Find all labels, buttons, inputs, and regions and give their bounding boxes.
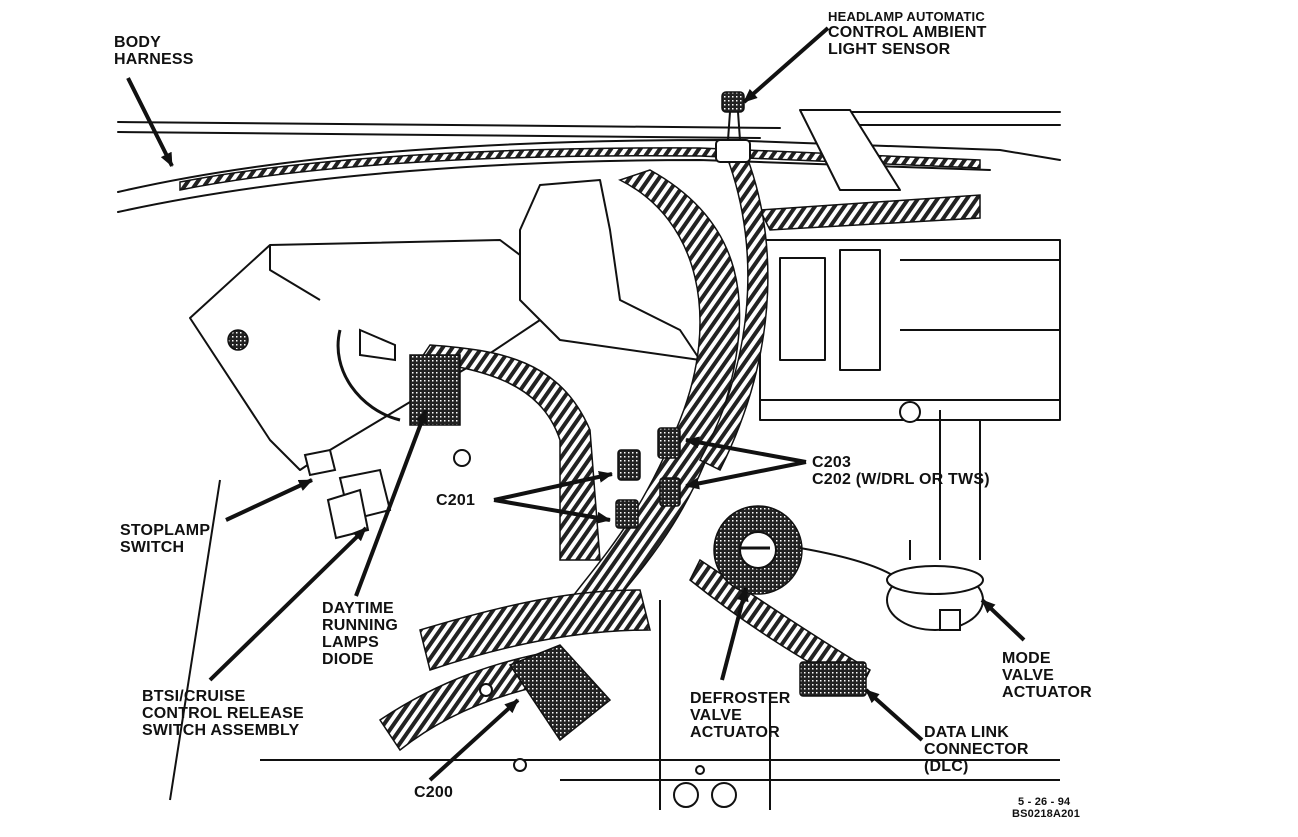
- label-line: VALVE: [1002, 667, 1054, 684]
- label-line: HEADLAMP AUTOMATIC: [828, 9, 985, 24]
- arrow-dlc: [864, 688, 924, 742]
- defroster-actuator: [713, 505, 901, 595]
- label-line: LAMPS: [322, 634, 379, 651]
- label-line: SWITCH: [120, 539, 185, 556]
- arrow-defroster: [720, 587, 749, 681]
- label-stoplamp-switch: STOPLAMP SWITCH: [120, 522, 210, 556]
- arrow-c200: [428, 698, 520, 782]
- label-line: HARNESS: [114, 51, 194, 68]
- duct-housing: [519, 179, 701, 361]
- arrow-btsi: [208, 526, 368, 682]
- arrow-c202: [685, 460, 807, 490]
- label-line: BODY: [114, 34, 162, 51]
- light-sensor: [715, 91, 751, 163]
- label-line: C201: [436, 492, 476, 509]
- label-c200: C200: [414, 784, 453, 801]
- main-harness: [378, 139, 871, 752]
- label-line: RUNNING: [322, 617, 399, 634]
- arrow-mode-valve: [980, 598, 1026, 642]
- label-line: CONTROL RELEASE: [142, 705, 304, 722]
- label-body-harness: BODY HARNESS: [114, 34, 194, 68]
- label-line: LIGHT SENSOR: [828, 41, 951, 58]
- bottom-knobs: [673, 401, 921, 808]
- label-headlamp-sensor: HEADLAMP AUTOMATIC CONTROL AMBIENT LIGHT…: [828, 9, 987, 59]
- label-line: ACTUATOR: [690, 724, 780, 741]
- label-line: C202 (W/DRL OR TWS): [812, 471, 990, 488]
- label-line: MODE: [1002, 650, 1051, 667]
- mode-valve-actuator: [886, 540, 984, 631]
- dlc-connector-part: [799, 661, 867, 697]
- arrow-c201-a: [493, 470, 613, 502]
- c200-connector: [479, 644, 612, 772]
- body-harness-wrap: [179, 147, 981, 231]
- label-line: DEFROSTER: [690, 690, 791, 707]
- label-c203-c202: C203 C202 (W/DRL OR TWS): [812, 454, 990, 488]
- arrow-light-sensor: [742, 26, 830, 104]
- inline-connectors: [615, 427, 681, 529]
- stoplamp-switch-part: [303, 448, 392, 540]
- label-line: ACTUATOR: [1002, 684, 1092, 701]
- arrow-drl: [354, 409, 428, 597]
- label-line: VALVE: [690, 707, 742, 724]
- leader-arrows: [126, 26, 1026, 782]
- label-line: DIODE: [322, 651, 374, 668]
- label-line: CONNECTOR: [924, 741, 1029, 758]
- label-drl-diode: DAYTIME RUNNING LAMPS DIODE: [322, 600, 398, 668]
- arrow-stoplamp: [225, 478, 313, 522]
- label-line: C200: [414, 784, 454, 801]
- body-harness-outline: [117, 139, 1061, 193]
- label-c201: C201: [436, 492, 475, 509]
- label-line: BTSI/CRUISE: [142, 688, 246, 705]
- figure-date: 5 - 26 - 94: [1018, 796, 1071, 808]
- label-line: CONTROL AMBIENT: [828, 24, 987, 41]
- label-line: DAYTIME: [322, 600, 394, 617]
- label-mode-valve: MODE VALVE ACTUATOR: [1002, 650, 1092, 701]
- label-line: C203: [812, 454, 852, 471]
- figure-id: 5 - 26 - 94 BS0218A201: [1012, 796, 1080, 820]
- figure-code: BS0218A201: [1012, 808, 1081, 820]
- arrow-c203: [685, 436, 807, 464]
- label-dlc: DATA LINK CONNECTOR (DLC): [924, 724, 1029, 775]
- arrow-body-harness: [126, 77, 174, 167]
- drl-diode-connector: [227, 328, 471, 467]
- label-line: DATA LINK: [924, 724, 1010, 741]
- label-btsi: BTSI/CRUISE CONTROL RELEASE SWITCH ASSEM…: [142, 688, 304, 739]
- arrow-c201-b: [493, 498, 611, 524]
- label-defroster: DEFROSTER VALVE ACTUATOR: [690, 690, 790, 741]
- label-line: STOPLAMP: [120, 522, 211, 539]
- label-line: SWITCH ASSEMBLY: [142, 722, 300, 739]
- label-line: (DLC): [924, 758, 969, 775]
